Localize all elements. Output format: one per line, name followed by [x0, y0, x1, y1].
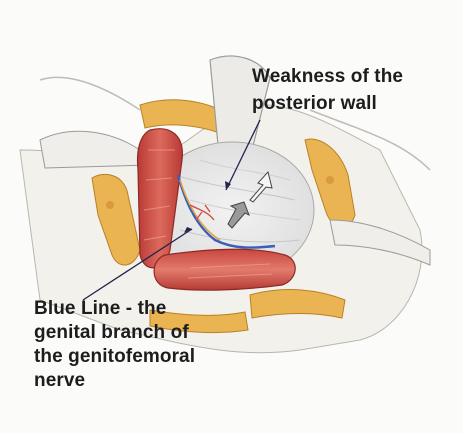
blue-line-line-3: the genitofemoral [34, 346, 196, 367]
genital-nerve-line [176, 174, 276, 249]
weakness-annotation: Weakness of the posterior wall [252, 63, 403, 117]
nerve-leader-line [82, 228, 193, 301]
weakness-leader-line [225, 119, 261, 191]
muscle [136, 128, 296, 291]
leader-lines [82, 119, 261, 301]
bulge-arrows [227, 170, 273, 229]
blue-line-line-2: genital branch of [34, 322, 189, 343]
fat-layer [91, 99, 356, 333]
blue-line-line-1: Blue Line - the [34, 298, 167, 319]
blue-line-annotation: Blue Line - the genital branch of the ge… [34, 297, 195, 393]
blue-line-line-4: nerve [34, 370, 86, 391]
weakness-line-1: Weakness of the [252, 66, 404, 87]
weakness-line-2: posterior wall [252, 93, 377, 114]
